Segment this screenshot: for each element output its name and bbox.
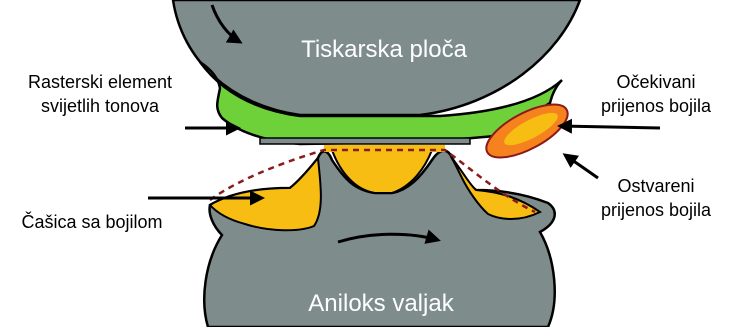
expected-transfer-label-line1: Očekivani: [616, 72, 695, 92]
actual-transfer-label-line1: Ostvareni: [617, 176, 694, 196]
anilox-roller-label: Aniloks valjak: [308, 290, 454, 317]
printing-plate-label: Tiskarska ploča: [301, 36, 467, 63]
raster-element-label-line2: svijetlih tonova: [41, 96, 160, 116]
expected-transfer-label-line2: prijenos bojila: [601, 96, 712, 116]
cell-with-ink-label: Čašica sa bojilom: [21, 211, 162, 232]
plate-relief: [260, 138, 470, 144]
actual-transfer-label-line2: prijenos bojila: [601, 200, 712, 220]
raster-element-label-line1: Rasterski element: [28, 72, 172, 92]
arrow-icon: [565, 155, 598, 178]
arrow-icon: [560, 126, 660, 128]
